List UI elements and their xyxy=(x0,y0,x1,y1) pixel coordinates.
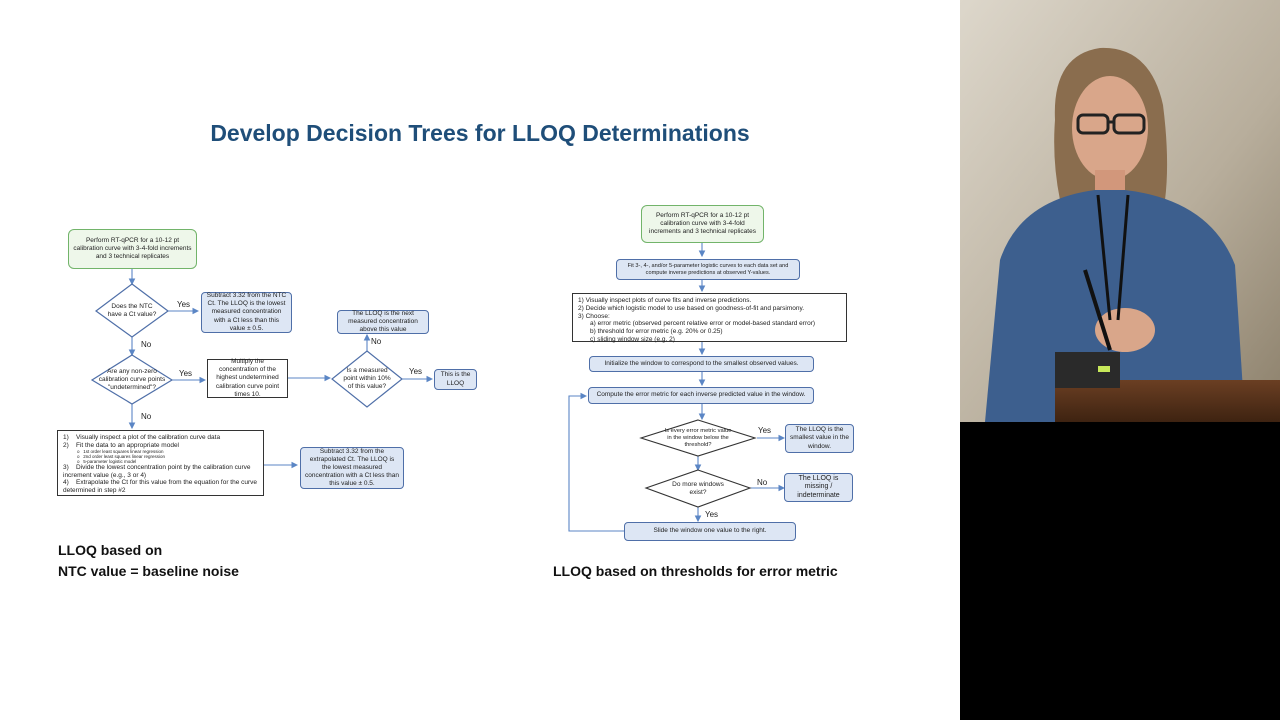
tree2-yes1-label: Yes xyxy=(758,426,772,435)
tree1-this-lloq-box: This is the LLOQ xyxy=(434,369,477,390)
slide-title: Develop Decision Trees for LLOQ Determin… xyxy=(210,120,750,146)
tree2-missing-box: The LLOQ is missing / indeterminate xyxy=(784,473,853,502)
tree2-slide-box: Slide the window one value to the right. xyxy=(624,522,796,541)
inspect-3b: b) threshold for error metric (e.g. 20% … xyxy=(590,328,723,336)
step-1: 1) Visually inspect a plot of the calibr… xyxy=(63,434,221,441)
decision-within-diamond xyxy=(331,350,403,408)
tree2-fit-box: Fit 3-, 4-, and/or 5-parameter logistic … xyxy=(616,259,800,280)
step-3: 3) Divide the lowest concentration point… xyxy=(63,464,251,479)
tree2-inspect-box: 1) Visually inspect plots of curve fits … xyxy=(572,293,847,343)
caption-left-line2: NTC value = baseline noise xyxy=(58,563,239,579)
decision-undetermined-diamond xyxy=(90,354,174,405)
tree1-q-undetermined: Are any non-zero calibration curve point… xyxy=(98,368,166,391)
step-2b: o 2nd order least squares linear regress… xyxy=(77,454,166,459)
inspect-1: 1) Visually inspect plots of curve fits … xyxy=(578,297,752,304)
speaker-photo xyxy=(960,0,1280,720)
step-2a: o 1st order least squares linear regress… xyxy=(77,449,164,454)
inspect-3: 3) Choose: xyxy=(578,312,610,320)
tree1-steps-box: 1) Visually inspect a plot of the calibr… xyxy=(57,430,264,496)
connector-arrows xyxy=(90,243,786,532)
presentation-slide: Develop Decision Trees for LLOQ Determin… xyxy=(57,120,854,582)
step-2c: o 5-parameter logistic model xyxy=(77,459,137,464)
tree1-yes3-label: Yes xyxy=(409,367,423,376)
tree1-extrapolate-result-box: Subtract 3.32 from the extrapolated Ct. … xyxy=(300,447,404,489)
tree2-start-box: Perform RT-qPCR for a 10-12 pt calibrati… xyxy=(641,205,764,243)
tree1-q-within: Is a measured point within 10% of this v… xyxy=(343,367,391,390)
tree1-q-ntc: Does the NTC have a Ct value? xyxy=(107,303,157,318)
step-4: 4) Extrapolate the Ct for this value fro… xyxy=(63,479,258,494)
tree1-no2-label: No xyxy=(141,412,152,421)
tree2-q-below: Is every error metric value in the windo… xyxy=(664,427,732,448)
tree1-start-box: Perform RT-qPCR for a 10-12 pt calibrati… xyxy=(68,229,197,269)
tree1-yes1-label: Yes xyxy=(177,300,191,309)
caption-left-line1: LLOQ based on xyxy=(58,542,163,558)
tree2-q-more: Do more windows exist? xyxy=(672,481,724,496)
step-2: 2) Fit the data to an appropriate model xyxy=(63,441,179,449)
caption-left: LLOQ based on NTC value = baseline noise xyxy=(58,540,239,582)
tree2-no1-label: No xyxy=(757,478,768,487)
tree2-init-box: Initialize the window to correspond to t… xyxy=(589,356,814,372)
inspect-2: 2) Decide which logistic model to use ba… xyxy=(578,304,805,312)
tree2-yes2-label: Yes xyxy=(705,510,719,519)
decision-more-windows-diamond xyxy=(644,469,752,508)
tree1-multiply-box: Multiply the concentration of the highes… xyxy=(207,358,288,398)
tree1-no3-label: No xyxy=(371,337,382,346)
tree2-compute-box: Compute the error metric for each invers… xyxy=(588,387,814,404)
speaker-video-panel xyxy=(960,0,1280,720)
caption-right: LLOQ based on thresholds for error metri… xyxy=(553,563,838,579)
tree2-smallest-box: The LLOQ is the smallest value in the wi… xyxy=(785,424,854,453)
decision-below-threshold-diamond xyxy=(639,419,757,457)
inspect-3c: c) sliding window size (e.g. 2) xyxy=(590,335,675,343)
tree1-next-lloq-box: The LLOQ is the next measured concentrat… xyxy=(337,310,429,334)
tree1-no1-label: No xyxy=(141,340,152,349)
tree1-yes2-label: Yes xyxy=(179,369,193,378)
tree1-ntc-result-box: Subtract 3.32 from the NTC Ct. The LLOQ … xyxy=(201,292,292,333)
decision-ntc-diamond xyxy=(94,283,170,338)
inspect-3a: a) error metric (observed percent relati… xyxy=(590,320,816,328)
